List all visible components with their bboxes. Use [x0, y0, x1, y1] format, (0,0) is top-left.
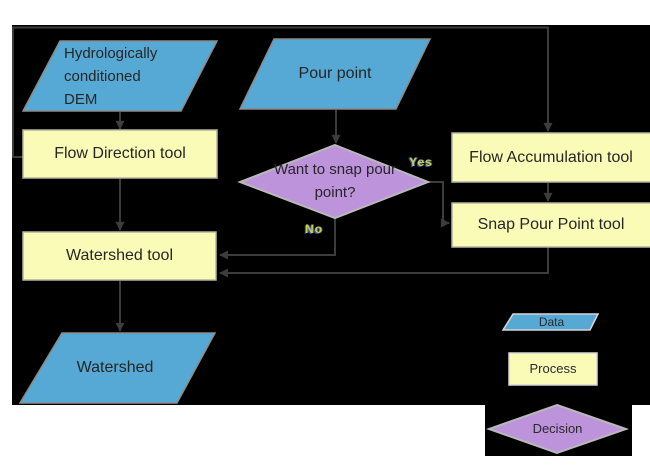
decision-node[interactable] — [237, 143, 431, 220]
legend-data-shape — [501, 313, 600, 331]
legend-decision-shape — [485, 403, 630, 455]
flow-accumulation-node[interactable] — [451, 132, 650, 183]
connector-decision-no-to-watershed-tool — [219, 218, 336, 260]
snap-pour-point-node[interactable] — [451, 202, 650, 248]
connector-decision-yes-to-snap-pour-point — [428, 181, 450, 228]
connector-snap-pour-point-to-watershed-tool — [219, 247, 549, 278]
connector-flow-direction-to-flow-accumulation — [12, 26, 553, 158]
watershed-tool-node[interactable] — [22, 231, 217, 281]
pour-point-node[interactable] — [238, 38, 432, 110]
legend-process-shape — [508, 352, 598, 386]
flow-direction-node[interactable] — [22, 129, 218, 179]
dem-node[interactable] — [21, 40, 219, 112]
watershed-node[interactable] — [18, 332, 217, 404]
